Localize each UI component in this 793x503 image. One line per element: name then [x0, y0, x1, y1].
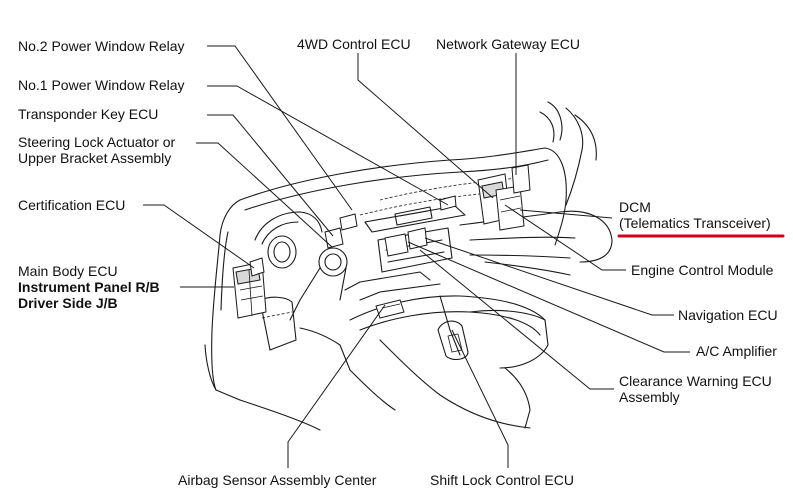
label-ac-amplifier: A/C Amplifier	[696, 343, 777, 359]
label-4wd-control-ecu: 4WD Control ECU	[297, 36, 411, 52]
leader-lines	[143, 45, 690, 468]
label-driver-side-jb: Driver Side J/B	[18, 295, 118, 311]
leader-steering-lock	[196, 142, 333, 248]
label-steering-lock-line2: Upper Bracket Assembly	[18, 150, 171, 166]
leader-transponder-key-ecu	[207, 114, 334, 237]
component-parts	[232, 164, 531, 319]
label-dcm-line2: (Telematics Transceiver)	[619, 215, 771, 231]
bottom-labels: Airbag Sensor Assembly Center Shift Lock…	[178, 472, 574, 488]
leader-navigation-ecu	[424, 237, 674, 316]
top-labels: 4WD Control ECU Network Gateway ECU	[297, 36, 580, 52]
certification-ecu-part	[249, 257, 265, 277]
leader-dcm	[519, 209, 613, 219]
label-navigation-ecu: Navigation ECU	[678, 307, 778, 323]
left-labels: No.2 Power Window Relay No.1 Power Windo…	[18, 38, 185, 311]
gateway-ecm-cluster-part	[477, 164, 531, 231]
label-transponder-key-ecu: Transponder Key ECU	[18, 106, 158, 122]
leader-certification-ecu	[143, 204, 255, 269]
label-no2-power-window-relay: No.2 Power Window Relay	[18, 38, 185, 54]
leader-no1-power-window-relay	[207, 85, 449, 206]
leader-4wd-control-ecu	[357, 53, 494, 199]
leader-engine-control-module	[504, 204, 626, 271]
label-network-gateway-ecu: Network Gateway ECU	[436, 36, 580, 52]
right-labels: DCM (Telematics Transceiver) Engine Cont…	[617, 199, 785, 405]
leader-clearance-warning-ecu	[419, 249, 614, 390]
dashboard-drawing	[204, 101, 613, 431]
leader-no2-power-window-relay	[207, 45, 353, 211]
label-no1-power-window-relay: No.1 Power Window Relay	[18, 77, 185, 93]
label-engine-control-module: Engine Control Module	[631, 262, 774, 278]
main-body-ecu-part	[232, 261, 267, 319]
label-airbag-sensor: Airbag Sensor Assembly Center	[178, 472, 377, 488]
label-shift-lock: Shift Lock Control ECU	[430, 472, 574, 488]
label-clearance-warning-line2: Assembly	[619, 389, 680, 405]
leader-ac-amplifier	[407, 241, 690, 353]
label-main-body-ecu: Main Body ECU	[18, 263, 118, 279]
label-dcm-line1: DCM	[619, 199, 651, 215]
leader-shift-lock	[451, 329, 509, 468]
label-clearance-warning-line1: Clearance Warning ECU	[619, 373, 772, 389]
label-instrument-panel-rb: Instrument Panel R/B	[18, 279, 160, 295]
label-steering-lock-line1: Steering Lock Actuator or	[18, 134, 176, 150]
steering-lock-part	[324, 213, 358, 249]
leader-airbag-sensor	[287, 304, 386, 468]
airbag-sensor-part	[375, 299, 405, 319]
label-certification-ecu: Certification ECU	[18, 197, 125, 213]
